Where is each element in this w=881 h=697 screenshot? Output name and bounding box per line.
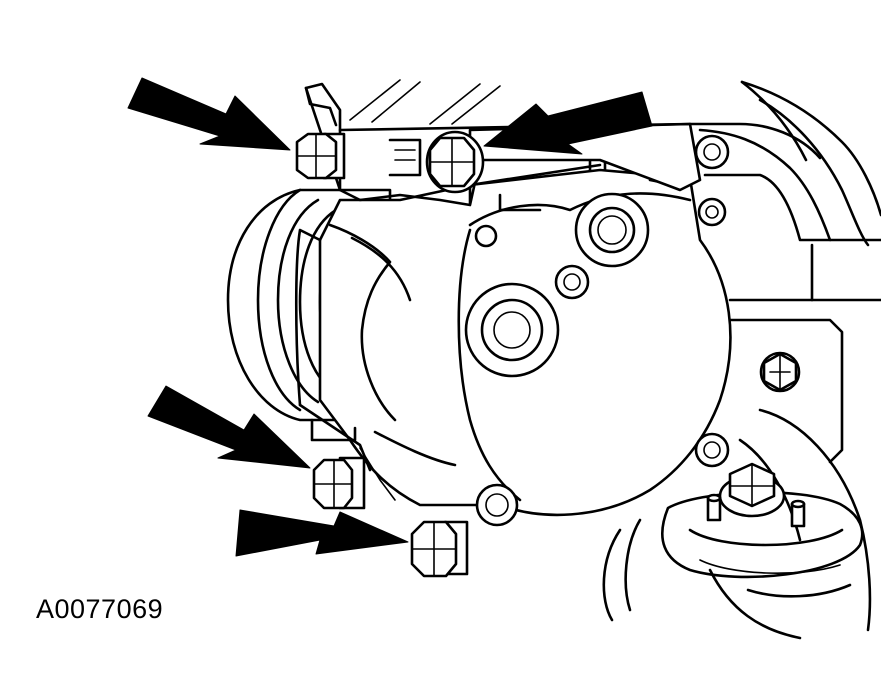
strut-nut-icon [718,462,786,518]
mount-hole-top-icon [474,224,498,248]
strut-tower [602,491,864,640]
mount-hole-right-icon [697,197,727,227]
figure-id-label: A0077069 [36,594,164,624]
mount-hole-bottom-icon [475,483,519,527]
bolt-upper-right-icon [425,130,485,194]
stud-right-icon [790,499,806,528]
bolt-lower-left-icon [312,456,366,510]
engine-block-outline [688,80,881,632]
bolt-lower-right-icon [410,520,469,578]
bolt-upper-left-icon [295,132,346,180]
small-port-icon [554,264,590,300]
arrow-lower-left-icon [147,385,311,469]
stud-left-icon [706,493,722,522]
arrow-lower-right-icon [235,509,409,557]
large-port-icon [574,192,650,268]
arrow-upper-left-icon [127,77,291,151]
bracket-boss-icon [694,134,730,170]
right-nut-icon [759,351,801,393]
center-port-icon [464,282,560,378]
arrow-upper-right-icon [483,91,653,155]
mount-hole-lower-right-icon [694,432,730,468]
